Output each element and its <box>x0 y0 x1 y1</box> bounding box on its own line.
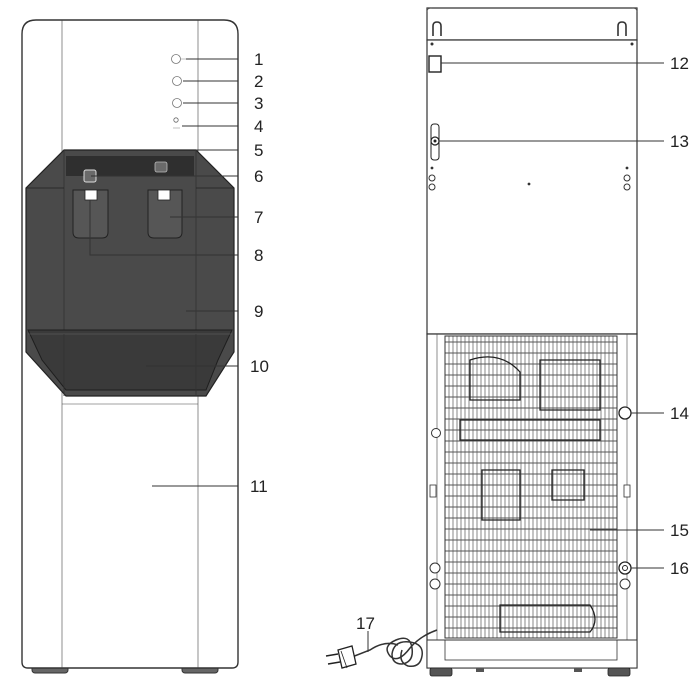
condenser-grille <box>444 335 618 639</box>
callout-1: 1 <box>254 50 263 69</box>
power-cord <box>325 629 438 669</box>
callout-12: 12 <box>670 54 689 73</box>
callout-lines <box>89 58 664 652</box>
callout-13: 13 <box>670 132 689 151</box>
rear-left-grommet-top <box>431 428 441 438</box>
rear-view <box>325 7 638 677</box>
control-panel <box>171 54 186 129</box>
indicator-light-icon <box>173 117 179 123</box>
callout-6: 6 <box>254 167 263 186</box>
callout-14: 14 <box>670 404 689 423</box>
rear-top-handle <box>426 7 638 41</box>
callout-16: 16 <box>670 559 689 578</box>
cold-water-tap[interactable] <box>147 189 183 239</box>
callout-10: 10 <box>250 357 269 376</box>
cold-water-button[interactable] <box>154 161 168 173</box>
callout-numbers: 1 2 3 4 5 6 7 8 9 10 11 12 13 14 15 16 1… <box>250 50 689 633</box>
callout-5: 5 <box>254 141 263 160</box>
rear-right-foot <box>607 667 631 677</box>
rear-socket-square <box>428 55 442 73</box>
callout-line-8 <box>89 200 238 256</box>
rear-right-hook <box>617 21 627 36</box>
callout-8: 8 <box>254 246 263 265</box>
callout-7: 7 <box>254 208 263 227</box>
power-button-icon[interactable] <box>171 54 181 64</box>
rear-left-hook <box>432 21 442 36</box>
front-view <box>21 19 239 674</box>
callout-17: 17 <box>356 614 375 633</box>
rear-left-foot <box>429 667 453 677</box>
callout-3: 3 <box>254 94 263 113</box>
callout-9: 9 <box>254 302 263 321</box>
rear-base-plate <box>426 639 638 669</box>
rear-lower-frame <box>426 333 638 669</box>
callout-15: 15 <box>670 521 689 540</box>
child-lock-button-icon[interactable] <box>172 98 182 108</box>
power-plug-icon <box>337 645 357 669</box>
rear-upper-panel <box>426 39 638 335</box>
hot-lock-button-icon[interactable] <box>172 76 182 86</box>
callout-2: 2 <box>254 72 263 91</box>
callout-4: 4 <box>254 117 263 136</box>
callout-11: 11 <box>250 477 268 496</box>
drip-tray <box>27 329 233 391</box>
rear-water-inlet-14 <box>618 406 632 420</box>
